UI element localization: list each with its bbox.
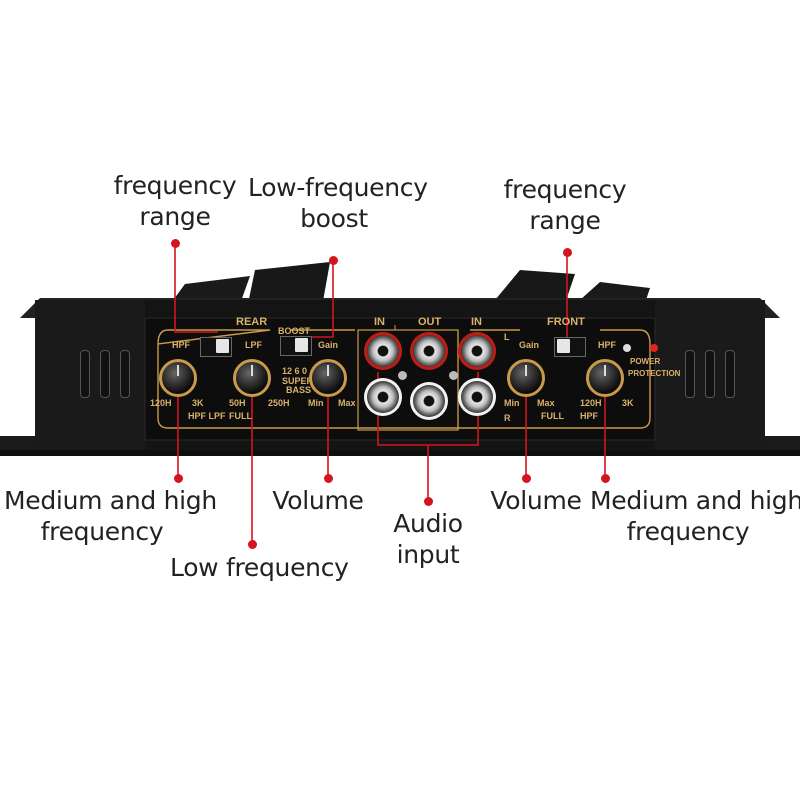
callout-dot [174, 474, 183, 483]
in-left-label: IN [374, 316, 385, 328]
front-label: FRONT [547, 316, 585, 328]
hpf-front-label: HPF [598, 340, 616, 350]
rca-input-rear-right[interactable] [364, 378, 402, 416]
power-label: POWER [630, 357, 661, 366]
callout-front-frequency-range: frequency range [503, 175, 627, 235]
boost-label: BOOST [278, 326, 311, 336]
callout-rear-volume: Volume [272, 486, 364, 515]
rca-input-rear-left[interactable] [364, 332, 402, 370]
rca-output-right[interactable] [410, 382, 448, 420]
hpf-rear-label: HPF [172, 340, 190, 350]
super-label: SUPER [282, 376, 314, 386]
hpf-front-max: 3K [622, 398, 634, 408]
gain-front-full: FULL [541, 411, 564, 421]
boost-scale-label: 12 6 0 [282, 366, 308, 376]
hpf-rear-max: 3K [192, 398, 204, 408]
callout-dot [324, 474, 333, 483]
callout-rear-frequency-range: frequency range [113, 171, 237, 231]
callout-dot [329, 256, 338, 265]
bass-boost-switch[interactable] [280, 336, 312, 356]
hpf-rear-min: 120H [150, 398, 172, 408]
callout-low-frequency: Low frequency [170, 553, 349, 582]
lpf-full: FULL [229, 411, 252, 421]
rca-input-front-right[interactable] [458, 378, 496, 416]
front-gain-knob[interactable] [507, 359, 545, 397]
protection-led [650, 344, 658, 352]
panel-gold-outline [157, 329, 651, 429]
vent-slot [685, 350, 695, 398]
protection-label: PROTECTION [628, 369, 681, 378]
callout-audio-input: Audio input [393, 509, 463, 569]
gain-rear-max: Max [338, 398, 356, 408]
vent-slot [725, 350, 735, 398]
lpf-min: 50H [229, 398, 246, 408]
gain-rear-label: Gain [318, 340, 339, 350]
lpf-max: 250H [268, 398, 290, 408]
callout-dot [171, 239, 180, 248]
rear-gain-knob[interactable] [309, 359, 347, 397]
in-right-label: IN [471, 316, 482, 328]
channel-l-label: L [504, 332, 510, 342]
screw-icon [398, 371, 407, 380]
rca-output-left[interactable] [410, 332, 448, 370]
rca-input-front-left[interactable] [458, 332, 496, 370]
channel-r-label: R [504, 413, 511, 423]
callout-dot [248, 540, 257, 549]
vent-slot [705, 350, 715, 398]
gain-front-min: Min [504, 398, 520, 408]
vent-slot [80, 350, 90, 398]
hpf-front-bottom: HPF [580, 411, 598, 421]
hpf-front-min: 120H [580, 398, 602, 408]
vent-slot [100, 350, 110, 398]
front-hpf-knob[interactable] [586, 359, 624, 397]
vent-slot [120, 350, 130, 398]
bass-label: BASS [286, 385, 312, 395]
hpf-lpf-label: HPF LPF [188, 411, 226, 421]
callout-dot [601, 474, 610, 483]
callout-dot [424, 497, 433, 506]
lpf-label: LPF [245, 340, 262, 350]
screw-icon [449, 371, 458, 380]
front-hpf-full-switch[interactable] [554, 337, 586, 357]
callout-dot [522, 474, 531, 483]
callout-front-medium-high: Medium and high frequency [590, 486, 800, 546]
power-led [623, 344, 631, 352]
out-label: OUT [418, 316, 442, 328]
callout-front-volume: Volume [490, 486, 582, 515]
rear-label: REAR [236, 316, 268, 328]
gain-front-label: Gain [519, 340, 540, 350]
leader-rear-freq-range [174, 243, 218, 333]
callout-low-frequency-boost: Low-frequency boost [248, 173, 428, 233]
gain-front-max: Max [537, 398, 555, 408]
rear-lpf-knob[interactable] [233, 359, 271, 397]
rear-hpf-lpf-switch[interactable] [200, 337, 232, 357]
rear-hpf-knob[interactable] [159, 359, 197, 397]
callout-dot [563, 248, 572, 257]
gain-rear-min: Min [308, 398, 324, 408]
callout-rear-medium-high: Medium and high frequency [4, 486, 217, 546]
